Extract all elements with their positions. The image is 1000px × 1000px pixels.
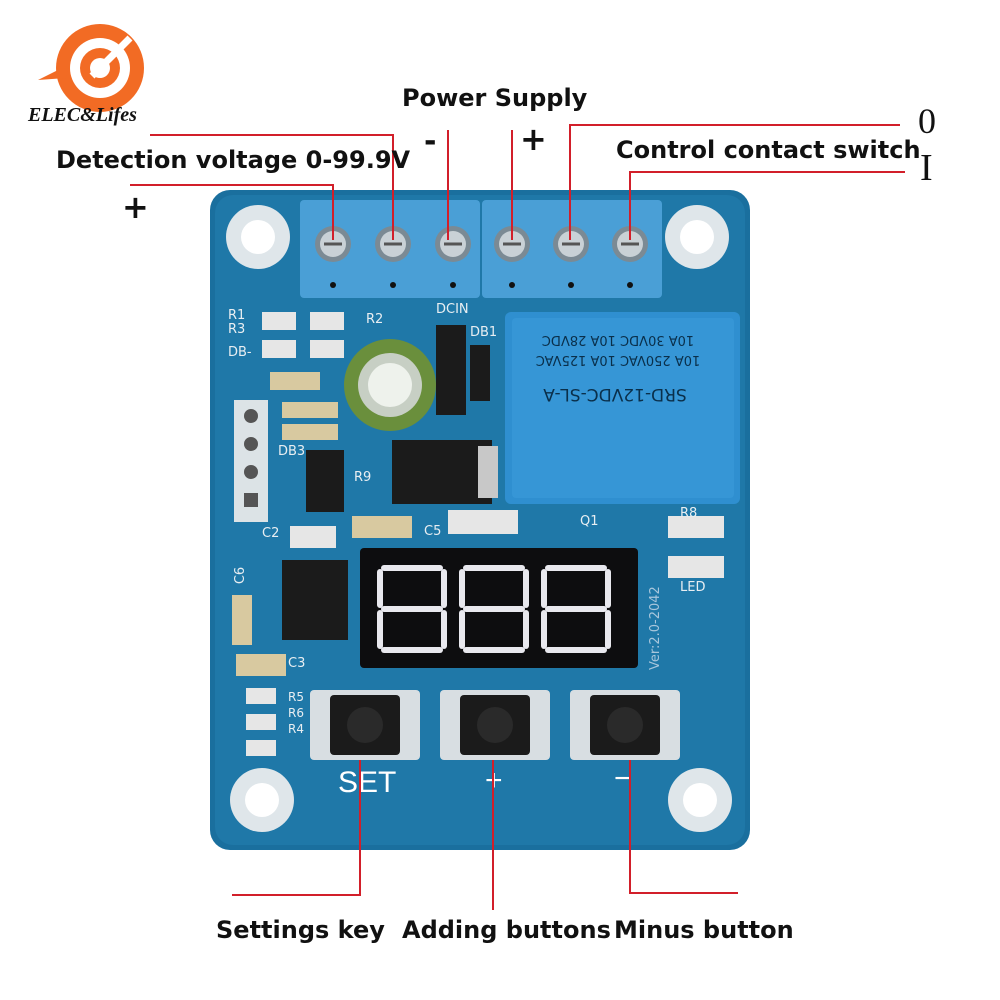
silk-db1: DB1	[470, 325, 498, 340]
brand-name: ELEC&Lifes	[28, 104, 137, 126]
relay	[505, 312, 740, 504]
label-adding-buttons: Adding buttons	[402, 916, 611, 944]
mounting-hole-bottom-left	[230, 768, 294, 832]
silk-r3: R3	[228, 322, 246, 337]
mounting-hole-bottom-right	[668, 768, 732, 832]
symbol-supply-plus: +	[520, 120, 547, 158]
brand-logo-icon	[38, 24, 144, 112]
silk-db: DB-	[228, 345, 252, 360]
symbol-contact-closed: I	[920, 147, 933, 189]
mounting-hole-top-left	[226, 205, 290, 269]
microcontroller-chip	[282, 560, 348, 640]
silk-r9: R9	[354, 470, 372, 485]
symbol-contact-open: 0	[918, 101, 936, 141]
terminal-block	[300, 200, 662, 298]
silk-c2: C2	[262, 526, 280, 541]
pointer-minus-button	[629, 760, 738, 894]
symbol-detect-plus: +	[122, 188, 149, 226]
terminal-screw	[315, 226, 351, 288]
display-digit	[541, 565, 611, 653]
silk-r1: R1	[228, 308, 246, 323]
silk-r5: R5	[288, 690, 304, 704]
label-settings-key: Settings key	[216, 916, 385, 944]
terminal-screw	[375, 226, 411, 288]
pointer-settings-key	[232, 760, 361, 896]
display-digit	[377, 565, 447, 653]
silk-r8: R8	[680, 506, 698, 521]
mounting-hole-top-right	[665, 205, 729, 269]
silk-led: LED	[680, 580, 706, 595]
silk-r4: R4	[288, 722, 304, 736]
display-digit	[459, 565, 529, 653]
terminal-screw	[553, 226, 589, 288]
silk-c5: C5	[424, 524, 442, 539]
smd-components	[232, 312, 724, 756]
label-minus-button: Minus button	[614, 916, 794, 944]
label-detection-voltage: Detection voltage 0-99.9V	[56, 146, 411, 174]
silk-db3: DB3	[278, 444, 306, 459]
pointer-detect-minus	[150, 134, 394, 240]
terminal-screw	[435, 226, 471, 288]
tactile-buttons	[310, 690, 680, 760]
pointer-detect-plus	[130, 184, 334, 240]
pointer-contact-open	[569, 124, 900, 240]
pointer-contact-closed	[629, 171, 905, 240]
label-power-supply: Power Supply	[402, 84, 588, 112]
silk-dcin: DCIN	[436, 302, 469, 317]
silk-r6: R6	[288, 706, 304, 720]
label-control-contact-switch: Control contact switch	[616, 136, 921, 164]
symbol-supply-minus: -	[424, 124, 437, 159]
terminal-screw	[494, 226, 530, 288]
set-button-silk: SET	[338, 766, 397, 799]
voltage-regulator	[392, 440, 498, 504]
silk-c3: C3	[288, 656, 306, 671]
seven-segment-display	[360, 548, 638, 668]
terminal-screw	[612, 226, 648, 288]
silk-r2: R2	[366, 312, 384, 327]
silk-q1: Q1	[580, 514, 599, 529]
electrolytic-capacitor	[344, 339, 436, 431]
minus-button-silk: −	[614, 762, 632, 795]
pin-header	[234, 400, 268, 522]
